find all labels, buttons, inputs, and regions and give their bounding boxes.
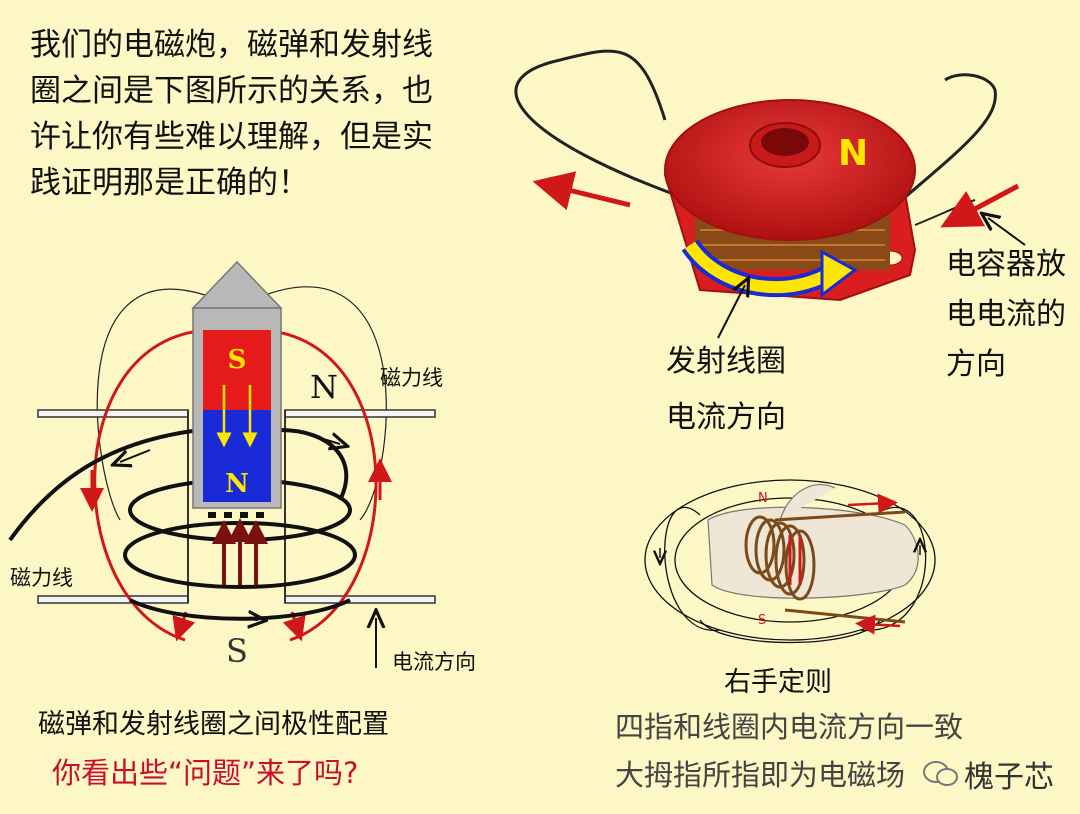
- polarity-caption: 磁弹和发射线圈之间极性配置: [38, 709, 389, 740]
- right-hand-diagram: [644, 479, 936, 644]
- hand-s-label: S: [758, 613, 766, 628]
- watermark-text: 槐子芯: [964, 760, 1054, 795]
- wechat-icon: [923, 761, 958, 786]
- right-hand-rule-title: 右手定则: [724, 667, 832, 698]
- wire-right: [889, 73, 997, 212]
- current-direction-label: 电流方向: [392, 650, 476, 674]
- coil-top-disc: [664, 99, 916, 241]
- upper-right-plate: [284, 409, 436, 418]
- question-text: 你看出些“问题”来了吗?: [52, 756, 359, 790]
- projectile-tip: [191, 260, 283, 309]
- top-n-label: N: [310, 368, 338, 406]
- hand-coil: [744, 515, 816, 601]
- watermark: 槐子芯: [922, 752, 1054, 796]
- field-line-label-left: 磁力线: [10, 566, 73, 590]
- magnet-south: [203, 330, 271, 410]
- upper-left-plate: [37, 409, 189, 418]
- hand-n-label: N: [758, 491, 768, 506]
- red-arrow-right: [940, 183, 1020, 228]
- capacitor-label-line: 电电流的: [946, 297, 1066, 332]
- right-hand-line-1: 四指和线圈内电流方向一致: [615, 710, 964, 744]
- left-field-diagram: S N N S: [8, 260, 436, 670]
- coil-n-mark: N: [838, 133, 868, 174]
- capacitor-label-line: 电容器放: [946, 247, 1066, 282]
- intro-text: 我们的电磁炮，磁弹和发射线 圈之间是下图所示的关系，也 许让你有些难以理解，但是…: [30, 22, 433, 206]
- intro-line: 践证明那是正确的！: [30, 165, 309, 201]
- coil-photo: N: [514, 49, 1026, 339]
- coil-current-label: 发射线圈 电流方向: [666, 334, 786, 446]
- red-field-loop-left: [93, 328, 216, 642]
- coil-label-line: 发射线圈: [666, 344, 786, 379]
- lower-left-plate: [37, 595, 189, 604]
- magnet-n-label: N: [225, 469, 249, 499]
- coil-current-arrow: [685, 241, 839, 294]
- intro-line: 许让你有些难以理解，但是实: [30, 119, 433, 155]
- intro-line: 圈之间是下图所示的关系，也: [30, 73, 433, 109]
- right-hand-line-2: 大拇指所指即为电磁场: [615, 758, 906, 792]
- intro-line: 我们的电磁炮，磁弹和发射线: [30, 27, 433, 63]
- wire-left: [514, 49, 691, 202]
- capacitor-label-line: 方向: [946, 347, 1006, 382]
- bottom-s-label: S: [226, 632, 248, 670]
- lower-right-plate: [284, 595, 436, 604]
- magnet-north: [203, 410, 271, 502]
- capacitor-current-label: 电容器放 电电流的 方向: [946, 240, 1066, 390]
- coil-label-line: 电流方向: [666, 400, 786, 435]
- magnet-s-label: S: [228, 345, 247, 375]
- field-line-label-right: 磁力线: [380, 366, 443, 390]
- red-arrow-left: [532, 171, 631, 211]
